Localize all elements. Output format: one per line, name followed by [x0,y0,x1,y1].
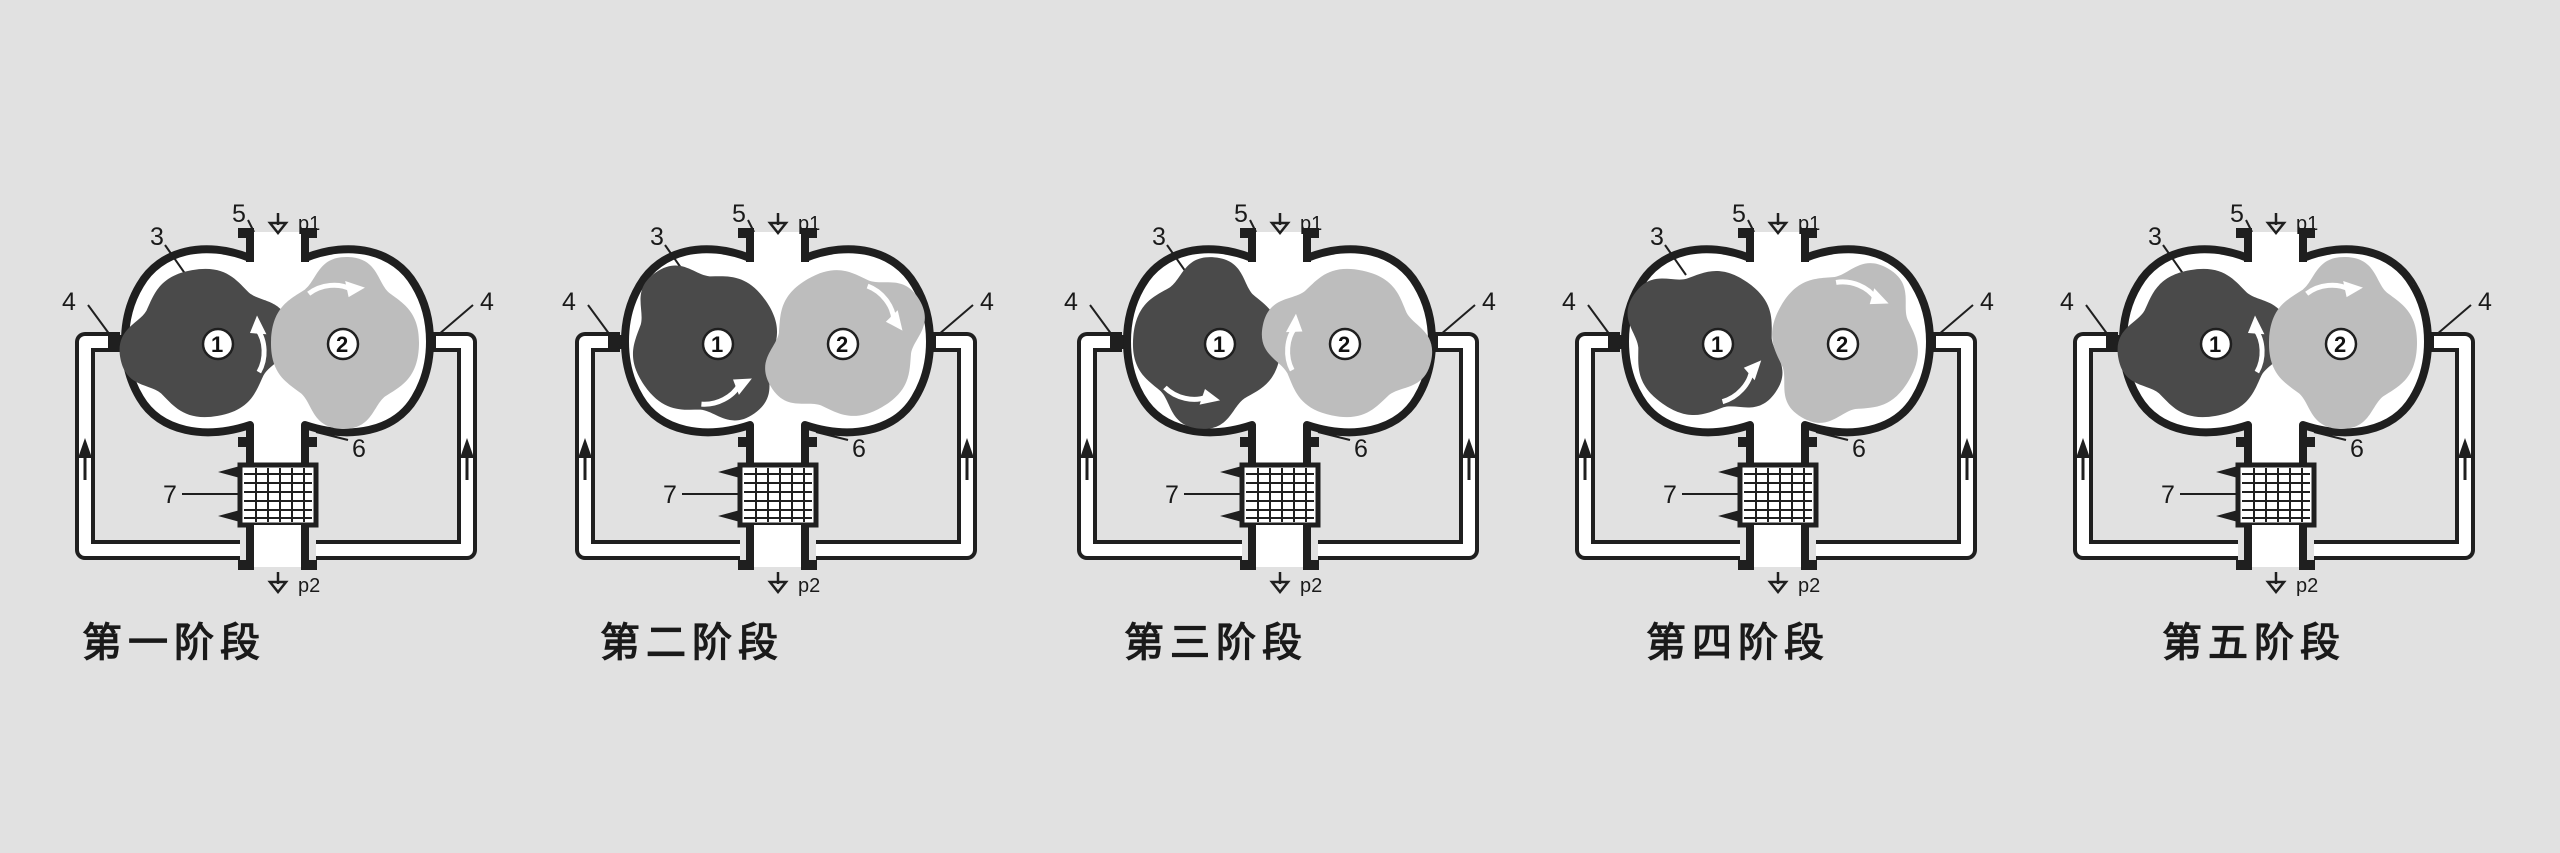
outlet-pressure-label: p2 [798,575,820,597]
pipe-left-label: 4 [562,288,576,316]
rotor-1-label: 1 [1213,332,1225,357]
rotor-1-label: 1 [1711,332,1723,357]
rotor-2-label: 2 [2334,332,2346,357]
rotor-2-label: 2 [836,332,848,357]
pipe-right-label: 4 [980,288,994,316]
stage-4: 1 2 3 4 4 5 6 7 p1 p2 第四阶段 [1562,200,1994,666]
rotor-2-label: 2 [336,332,348,357]
outlet-pressure-label: p2 [2296,575,2318,597]
cooler-label: 7 [2161,481,2175,509]
rotor-1-label: 1 [2209,332,2221,357]
inlet-flange-label: 5 [732,200,746,228]
stage-1: 1 2 3 4 4 5 6 7 p1 p2 第一阶段 [62,200,494,666]
inlet-flange-label: 5 [1234,200,1248,228]
rotor-1-label: 1 [711,332,723,357]
outlet-flange-label: 6 [2350,435,2364,463]
casing-label: 3 [1650,223,1664,251]
pipe-left-label: 4 [2060,288,2074,316]
pipe-left-label: 4 [62,288,76,316]
rotor-1-label: 1 [211,332,223,357]
casing-label: 3 [650,223,664,251]
cooler-label: 7 [163,481,177,509]
inlet-pressure-label: p1 [1798,213,1820,235]
pump-body [78,213,474,592]
outlet-pressure-label: p2 [1798,575,1820,597]
stage-3: 1 2 3 4 4 5 6 7 p1 p2 第三阶段 [1064,200,1496,666]
pipe-left-label: 4 [1064,288,1078,316]
outlet-flange-label: 6 [1852,435,1866,463]
casing-label: 3 [1152,223,1166,251]
pipe-right-label: 4 [480,288,494,316]
stage-caption: 第四阶段 [1646,620,1830,666]
stages-layer: 1 2 3 4 4 5 6 7 p1 p2 第一阶段 1 2 3 4 4 5 6 7 p1 p2 第二阶段 1 2 3 4 4 5 6 7… [62,200,2492,666]
outlet-flange-label: 6 [852,435,866,463]
outlet-pressure-label: p2 [298,575,320,597]
pipe-right-label: 4 [2478,288,2492,316]
rotor-2-label: 2 [1836,332,1848,357]
inlet-pressure-label: p1 [798,213,820,235]
stage-caption: 第一阶段 [82,620,266,666]
stage-5: 1 2 3 4 4 5 6 7 p1 p2 第五阶段 [2060,200,2492,666]
cooler-label: 7 [1165,481,1179,509]
pipe-right-label: 4 [1482,288,1496,316]
inlet-pressure-label: p1 [1300,213,1322,235]
outlet-pressure-label: p2 [1300,575,1322,597]
outlet-flange-label: 6 [352,435,366,463]
inlet-flange-label: 5 [232,200,246,228]
stage-2: 1 2 3 4 4 5 6 7 p1 p2 第二阶段 [562,200,994,666]
pump-body [578,213,974,592]
inlet-pressure-label: p1 [298,213,320,235]
inlet-flange-label: 5 [1732,200,1746,228]
casing-label: 3 [2148,223,2162,251]
inlet-flange-label: 5 [2230,200,2244,228]
stage-caption: 第五阶段 [2162,620,2346,666]
rotor-2-label: 2 [1338,332,1350,357]
pipe-right-label: 4 [1980,288,1994,316]
outlet-flange-label: 6 [1354,435,1368,463]
pump-body [2076,213,2472,592]
pump-body [1578,213,1974,592]
inlet-pressure-label: p1 [2296,213,2318,235]
stage-caption: 第二阶段 [600,620,784,666]
cooler-label: 7 [1663,481,1677,509]
pump-body [1080,213,1476,592]
casing-label: 3 [150,223,164,251]
cooler-label: 7 [663,481,677,509]
pipe-left-label: 4 [1562,288,1576,316]
stage-caption: 第三阶段 [1124,620,1308,666]
